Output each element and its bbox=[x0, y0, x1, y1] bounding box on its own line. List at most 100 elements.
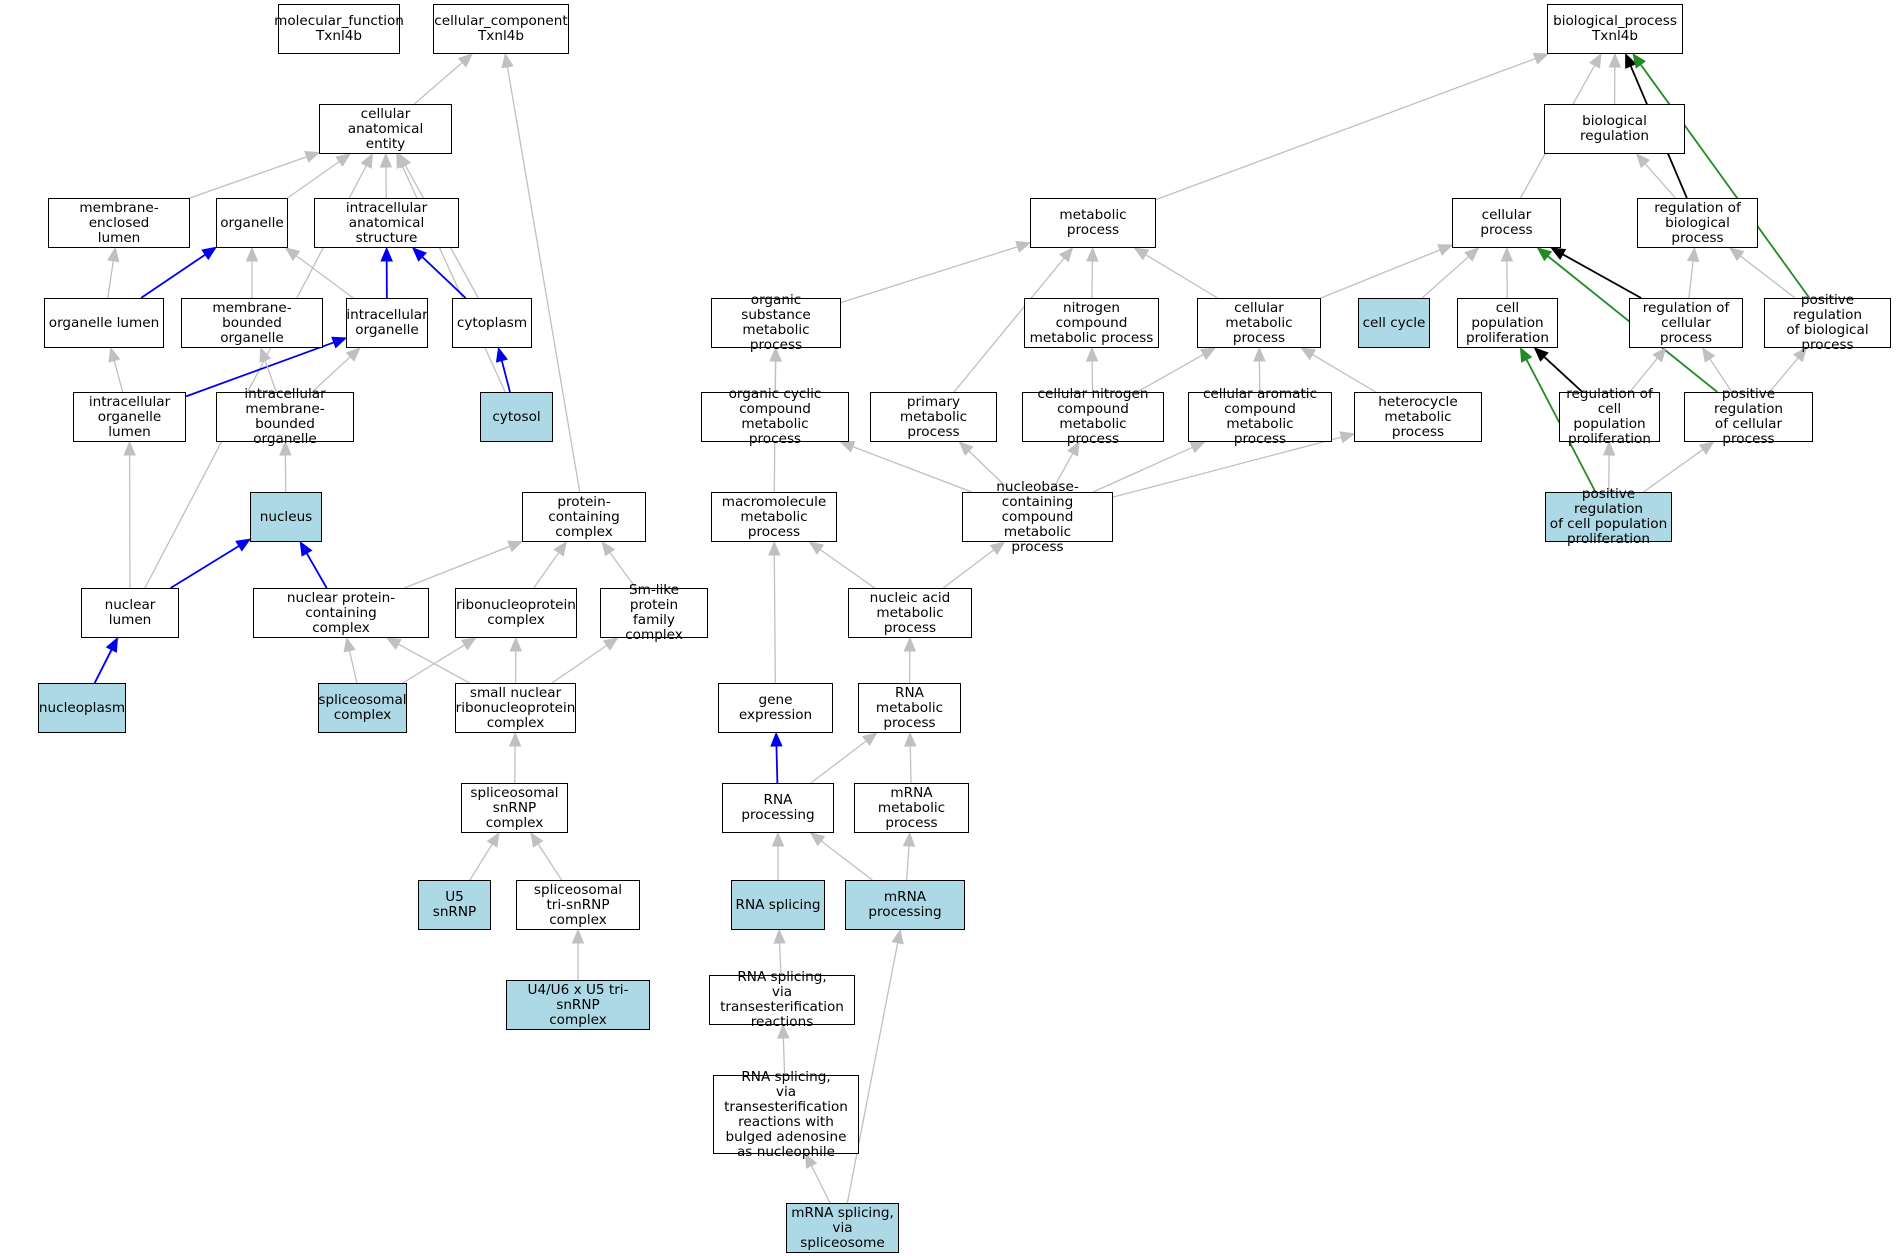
go-term-regcp[interactable]: regulation of cellular process bbox=[1629, 298, 1743, 348]
go-term-nucleus[interactable]: nucleus bbox=[250, 492, 322, 542]
go-term-mrnasplice[interactable]: mRNA splicing, via spliceosome bbox=[786, 1203, 899, 1253]
go-term-rnasplicing[interactable]: RNA splicing bbox=[731, 880, 825, 930]
go-term-cacm[interactable]: cellular aromatic compound metabolic pro… bbox=[1188, 387, 1332, 447]
edge-line bbox=[113, 360, 124, 393]
go-term-u46[interactable]: U4/U6 x U5 tri-snRNP complex bbox=[506, 980, 650, 1030]
go-term-cpp[interactable]: cell population proliferation bbox=[1457, 298, 1558, 348]
edge-line bbox=[287, 160, 340, 199]
go-term-mrnamp[interactable]: mRNA metabolic process bbox=[854, 783, 969, 833]
edge-arrowhead bbox=[1536, 247, 1553, 262]
go-term-tri[interactable]: spliceosomal tri-snRNP complex bbox=[516, 880, 640, 930]
edge-line bbox=[311, 356, 351, 393]
go-term-mrnaproc[interactable]: mRNA processing bbox=[845, 880, 965, 930]
edge-orgl-to-org bbox=[140, 246, 218, 299]
go-term-gexp[interactable]: gene expression bbox=[718, 683, 833, 733]
go-term-metab[interactable]: metabolic process bbox=[1030, 198, 1156, 248]
edge-arrowhead bbox=[1519, 346, 1533, 363]
go-term-bp[interactable]: biological_process Txnl4b bbox=[1547, 4, 1683, 54]
edge-arrowhead bbox=[495, 346, 508, 363]
go-term-cmp[interactable]: cellular metabolic process bbox=[1197, 298, 1321, 348]
go-term-nucleoplasm[interactable]: nucleoplasm bbox=[38, 683, 126, 733]
go-term-posregcp[interactable]: positive regulation of cellular process bbox=[1684, 387, 1813, 447]
go-term-ias[interactable]: intracellular anatomical structure bbox=[314, 198, 459, 248]
go-term-imbo[interactable]: intracellular membrane-bounded organelle bbox=[216, 387, 354, 447]
edge-smlike-to-pcc bbox=[601, 540, 637, 589]
go-term-cellp[interactable]: cellular process bbox=[1452, 198, 1561, 248]
go-term-mbo[interactable]: membrane-bounded organelle bbox=[181, 298, 323, 348]
go-term-rnaste[interactable]: RNA splicing, via transesterification re… bbox=[709, 970, 855, 1030]
edge-u5-to-sps bbox=[469, 831, 500, 881]
go-term-rnasteba[interactable]: RNA splicing, via transesterification re… bbox=[713, 1069, 859, 1159]
edge-arrowhead bbox=[768, 540, 781, 556]
edge-rnamp-to-namp bbox=[903, 636, 917, 684]
go-term-cytosol[interactable]: cytosol bbox=[480, 392, 553, 442]
go-term-orgl[interactable]: organelle lumen bbox=[44, 298, 164, 348]
edge-arrowhead bbox=[805, 1152, 818, 1169]
edge-arrowhead bbox=[553, 540, 568, 557]
go-term-nl[interactable]: nuclear lumen bbox=[81, 588, 179, 638]
edge-arrowhead bbox=[571, 928, 585, 944]
edge-u46-to-tri bbox=[571, 928, 585, 980]
go-term-cncm[interactable]: cellular nitrogen compound metabolic pro… bbox=[1022, 387, 1164, 447]
edge-gexp-to-mmp bbox=[768, 540, 781, 684]
edge-arrowhead bbox=[1652, 347, 1667, 363]
edge-arrowhead bbox=[508, 731, 522, 747]
go-term-cc[interactable]: cellular_component Txnl4b bbox=[433, 4, 569, 54]
edge-line bbox=[820, 840, 873, 881]
go-term-org[interactable]: organelle bbox=[216, 198, 288, 248]
go-term-smlike[interactable]: Sm-like protein family complex bbox=[600, 583, 708, 643]
edge-cmp-to-metab bbox=[1133, 247, 1218, 299]
go-term-osm[interactable]: organic substance metabolic process bbox=[711, 293, 841, 353]
edge-arrowhead bbox=[1300, 347, 1317, 361]
go-term-mmp[interactable]: macromolecule metabolic process bbox=[711, 492, 837, 542]
go-term-spc[interactable]: spliceosomal complex bbox=[318, 683, 407, 733]
edge-line bbox=[506, 66, 581, 493]
go-term-rnamp[interactable]: RNA metabolic process bbox=[858, 683, 961, 733]
go-term-namp[interactable]: nucleic acid metabolic process bbox=[848, 588, 972, 638]
go-term-occm[interactable]: organic cyclic compound metabolic proces… bbox=[701, 387, 849, 447]
edge-iol-to-io bbox=[185, 336, 348, 398]
go-term-posregbp[interactable]: positive regulation of biological proces… bbox=[1764, 293, 1891, 353]
go-term-rnaproc[interactable]: RNA processing bbox=[722, 783, 834, 833]
edge-line bbox=[170, 545, 240, 589]
go-term-hmp[interactable]: heterocycle metabolic process bbox=[1354, 392, 1482, 442]
edge-arrowhead bbox=[777, 1023, 790, 1039]
go-term-mel[interactable]: membrane-enclosed lumen bbox=[48, 198, 190, 248]
go-term-posregcpp[interactable]: positive regulation of cell population p… bbox=[1545, 487, 1672, 547]
edge-arrowhead bbox=[771, 831, 785, 847]
edge-posregcp-to-posregbp bbox=[1769, 347, 1808, 393]
edge-line bbox=[140, 253, 206, 299]
edge-line bbox=[1688, 260, 1694, 299]
edge-cae-to-cc bbox=[413, 53, 474, 105]
go-term-u5[interactable]: U5 snRNP bbox=[418, 880, 491, 930]
go-term-cae[interactable]: cellular anatomical entity bbox=[319, 104, 452, 154]
go-term-mf[interactable]: molecular_function Txnl4b bbox=[274, 4, 404, 54]
edge-arrowhead bbox=[903, 636, 917, 652]
edge-mrnaproc-to-mrnamp bbox=[902, 831, 916, 881]
edge-orgl-to-mel bbox=[107, 246, 120, 299]
edge-npcc-to-pcc bbox=[404, 540, 524, 589]
go-term-nbcm[interactable]: nucleobase-containing compound metabolic… bbox=[962, 479, 1113, 554]
edge-cyto-to-ias bbox=[411, 247, 467, 299]
go-term-rnp[interactable]: ribonucleoprotein complex bbox=[455, 588, 577, 638]
edge-line bbox=[775, 745, 779, 784]
go-term-bioreg[interactable]: biological regulation bbox=[1544, 104, 1685, 154]
edge-line bbox=[1312, 354, 1377, 393]
edge-line bbox=[773, 554, 776, 684]
go-term-iol[interactable]: intracellular organelle lumen bbox=[73, 392, 186, 442]
go-term-regbp[interactable]: regulation of biological process bbox=[1637, 198, 1758, 248]
edge-mrnasplice-to-mrnaproc bbox=[846, 928, 904, 1204]
go-term-pcc[interactable]: protein-containing complex bbox=[522, 492, 646, 542]
edge-mrnaproc-to-rnaproc bbox=[809, 832, 873, 881]
go-term-npcc[interactable]: nuclear protein-containing complex bbox=[253, 588, 429, 638]
edge-arrowhead bbox=[284, 247, 301, 262]
go-term-cyto[interactable]: cytoplasm bbox=[452, 298, 532, 348]
go-term-cellcycle[interactable]: cell cycle bbox=[1358, 298, 1430, 348]
go-term-sps[interactable]: spliceosomal snRNP complex bbox=[461, 783, 568, 833]
go-term-snrnp[interactable]: small nuclear ribonucleoprotein complex bbox=[455, 683, 576, 733]
go-term-ncm[interactable]: nitrogen compound metabolic process bbox=[1024, 298, 1159, 348]
edge-line bbox=[537, 843, 563, 881]
go-term-io[interactable]: intracellular organelle bbox=[346, 298, 428, 348]
go-term-regcpp[interactable]: regulation of cell population proliferat… bbox=[1559, 387, 1660, 447]
go-term-pmp[interactable]: primary metabolic process bbox=[870, 392, 997, 442]
